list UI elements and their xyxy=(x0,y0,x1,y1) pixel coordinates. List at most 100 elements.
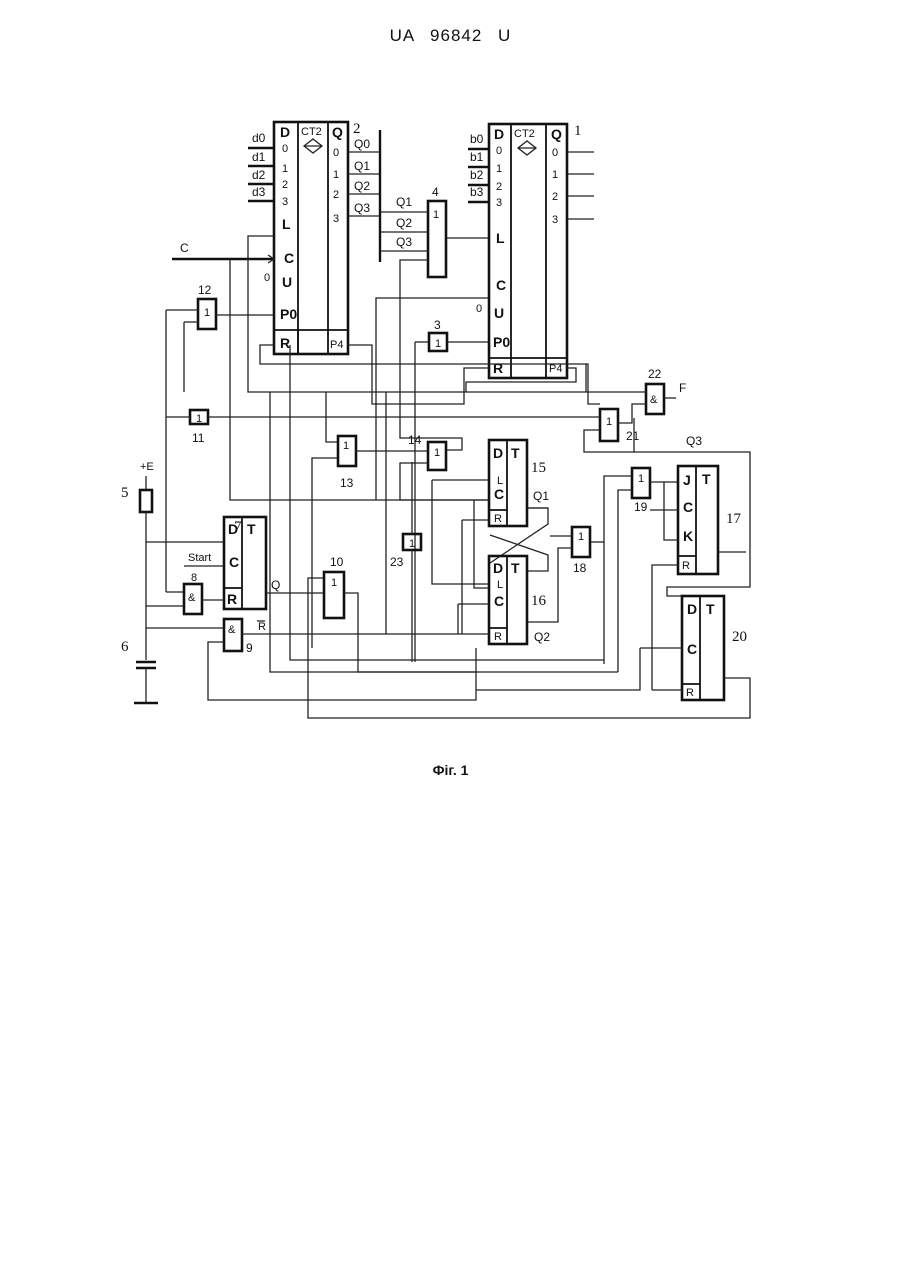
counter-1-q-label: Q xyxy=(551,126,562,142)
trigger-17: J T C K R 17 xyxy=(650,466,746,690)
trigger-15-number: 15 xyxy=(531,460,546,476)
output-f-label: F xyxy=(679,381,686,395)
counter-1-in-3: 3 xyxy=(496,197,502,209)
counter-2-number: 2 xyxy=(353,121,361,137)
figure-caption: Фіг. 1 xyxy=(0,762,901,778)
gate-13-symbol: 1 xyxy=(343,440,349,452)
gate-10: 1 10 xyxy=(324,555,358,672)
trigger-17-number: 17 xyxy=(726,511,742,527)
trigger-17-t-label: T xyxy=(702,471,711,487)
trigger-15-t-label: T xyxy=(511,445,520,461)
trigger-16-r-label: R xyxy=(494,631,502,643)
trigger-20: D T C R 20 xyxy=(308,578,750,718)
counter-1-out-0: 0 xyxy=(552,147,558,159)
counter-2-in-3: 3 xyxy=(282,196,288,208)
counter-2-output-q0: Q0 xyxy=(354,137,370,151)
trigger-16-number: 16 xyxy=(531,593,547,609)
trigger-15-r-label: R xyxy=(494,513,502,525)
counter-1-c-label: C xyxy=(496,277,506,293)
counter-1-in-2: 2 xyxy=(496,181,502,193)
signal-q-label: Q xyxy=(271,578,280,592)
trigger-16-d-label: D xyxy=(493,560,503,576)
counter-2-out-2: 2 xyxy=(333,189,339,201)
trigger-20-number: 20 xyxy=(732,629,747,645)
gate-22: & 22 F xyxy=(646,367,686,414)
trigger-16-l-label: L xyxy=(497,579,503,591)
trigger-15: D T L C R 15 Q1 xyxy=(489,440,549,526)
trigger-7: D T C R 7 Start Q xyxy=(184,517,324,609)
counter-1-ct-label: CT2 xyxy=(514,128,535,140)
counter-1-input-b0: b0 xyxy=(470,132,484,146)
counter-2-output-q3: Q3 xyxy=(354,201,370,215)
counter-1-in-0: 0 xyxy=(496,145,502,157)
interconnect-wires xyxy=(230,236,646,690)
counter-2-in-1: 1 xyxy=(282,163,288,175)
gate-4-number: 4 xyxy=(432,185,439,199)
trigger-16: D T L C R 16 Q2 xyxy=(489,556,550,644)
gate-19-symbol: 1 xyxy=(638,473,644,485)
counter-1-u-label: U xyxy=(494,305,504,321)
counter-1-p0-label: P0 xyxy=(493,334,510,350)
gate-13: 1 13 xyxy=(312,392,428,648)
counter-2-zero-label: 0 xyxy=(264,272,270,284)
counter-2: D CT2 Q 2 0 1 2 3 0 1 2 3 L C U 0 P0 R P… xyxy=(248,121,380,354)
counter-2-input-d1: d1 xyxy=(252,150,266,164)
gate-14-number: 14 xyxy=(408,433,422,447)
clock-signal-label: C xyxy=(180,241,189,255)
trigger-20-c-label: C xyxy=(687,641,697,657)
gate-4-input-q2: Q2 xyxy=(396,216,412,230)
counter-2-out-3: 3 xyxy=(333,213,339,225)
gate-9-symbol: & xyxy=(228,624,236,636)
counter-1-input-b3: b3 xyxy=(470,185,484,199)
gate-12-symbol: 1 xyxy=(204,307,210,319)
trigger-17-k-label: K xyxy=(683,528,693,544)
supply-e-label: +E xyxy=(140,461,154,473)
counter-1-number: 1 xyxy=(574,123,582,139)
trigger-17-c-label: C xyxy=(683,499,693,515)
signal-q1-label: Q1 xyxy=(533,489,549,503)
trigger-17-j-label: J xyxy=(683,472,691,488)
capacitor-number: 6 xyxy=(121,639,129,655)
counter-1-d-label: D xyxy=(494,126,504,142)
counter-2-out-0: 0 xyxy=(333,147,339,159)
counter-1-l-label: L xyxy=(496,230,505,246)
counter-1-zero-label: 0 xyxy=(476,303,482,315)
gate-21-number: 21 xyxy=(626,429,640,443)
trigger-15-c-label: C xyxy=(494,486,504,502)
gate-11-number: 11 xyxy=(192,431,205,445)
counter-2-input-d3: d3 xyxy=(252,185,266,199)
gate-23: 1 23 xyxy=(390,534,421,569)
counter-1-in-1: 1 xyxy=(496,163,502,175)
counter-2-u-label: U xyxy=(282,274,292,290)
gate-23-symbol: 1 xyxy=(409,538,415,550)
counter-1-out-2: 2 xyxy=(552,191,558,203)
counter-2-output-q1: Q1 xyxy=(354,159,370,173)
gate-3-symbol: 1 xyxy=(435,338,441,350)
trigger-20-r-label: R xyxy=(686,687,694,699)
counter-2-p4-label: P4 xyxy=(330,339,343,351)
counter-2-l-label: L xyxy=(282,216,291,232)
counter-1-out-3: 3 xyxy=(552,214,558,226)
trigger-7-number: 7 xyxy=(234,519,242,535)
gate-21-symbol: 1 xyxy=(606,416,612,428)
trigger-7-r-label: R xyxy=(227,591,237,607)
signal-q2-label: Q2 xyxy=(534,630,550,644)
gate-19-number: 19 xyxy=(634,500,648,514)
counter-1-out-1: 1 xyxy=(552,169,558,181)
counter-1-r-label: R xyxy=(493,360,503,376)
resistor-number: 5 xyxy=(121,485,129,501)
gate-21: 1 21 Q3 xyxy=(584,404,750,596)
gate-14-symbol: 1 xyxy=(434,447,440,459)
gate-4-symbol: 1 xyxy=(433,209,439,221)
gate-11: 1 11 xyxy=(166,410,600,445)
gate-18-number: 18 xyxy=(573,561,587,575)
counter-2-r-label: R xyxy=(280,335,290,351)
gate-8-symbol: & xyxy=(188,592,196,604)
gate-22-symbol: & xyxy=(650,394,658,406)
trigger-20-d-label: D xyxy=(687,601,697,617)
gate-4-input-q3: Q3 xyxy=(396,235,412,249)
trigger-7-t-label: T xyxy=(247,521,256,537)
counter-2-output-q2: Q2 xyxy=(354,179,370,193)
signal-q3-label: Q3 xyxy=(686,434,702,448)
